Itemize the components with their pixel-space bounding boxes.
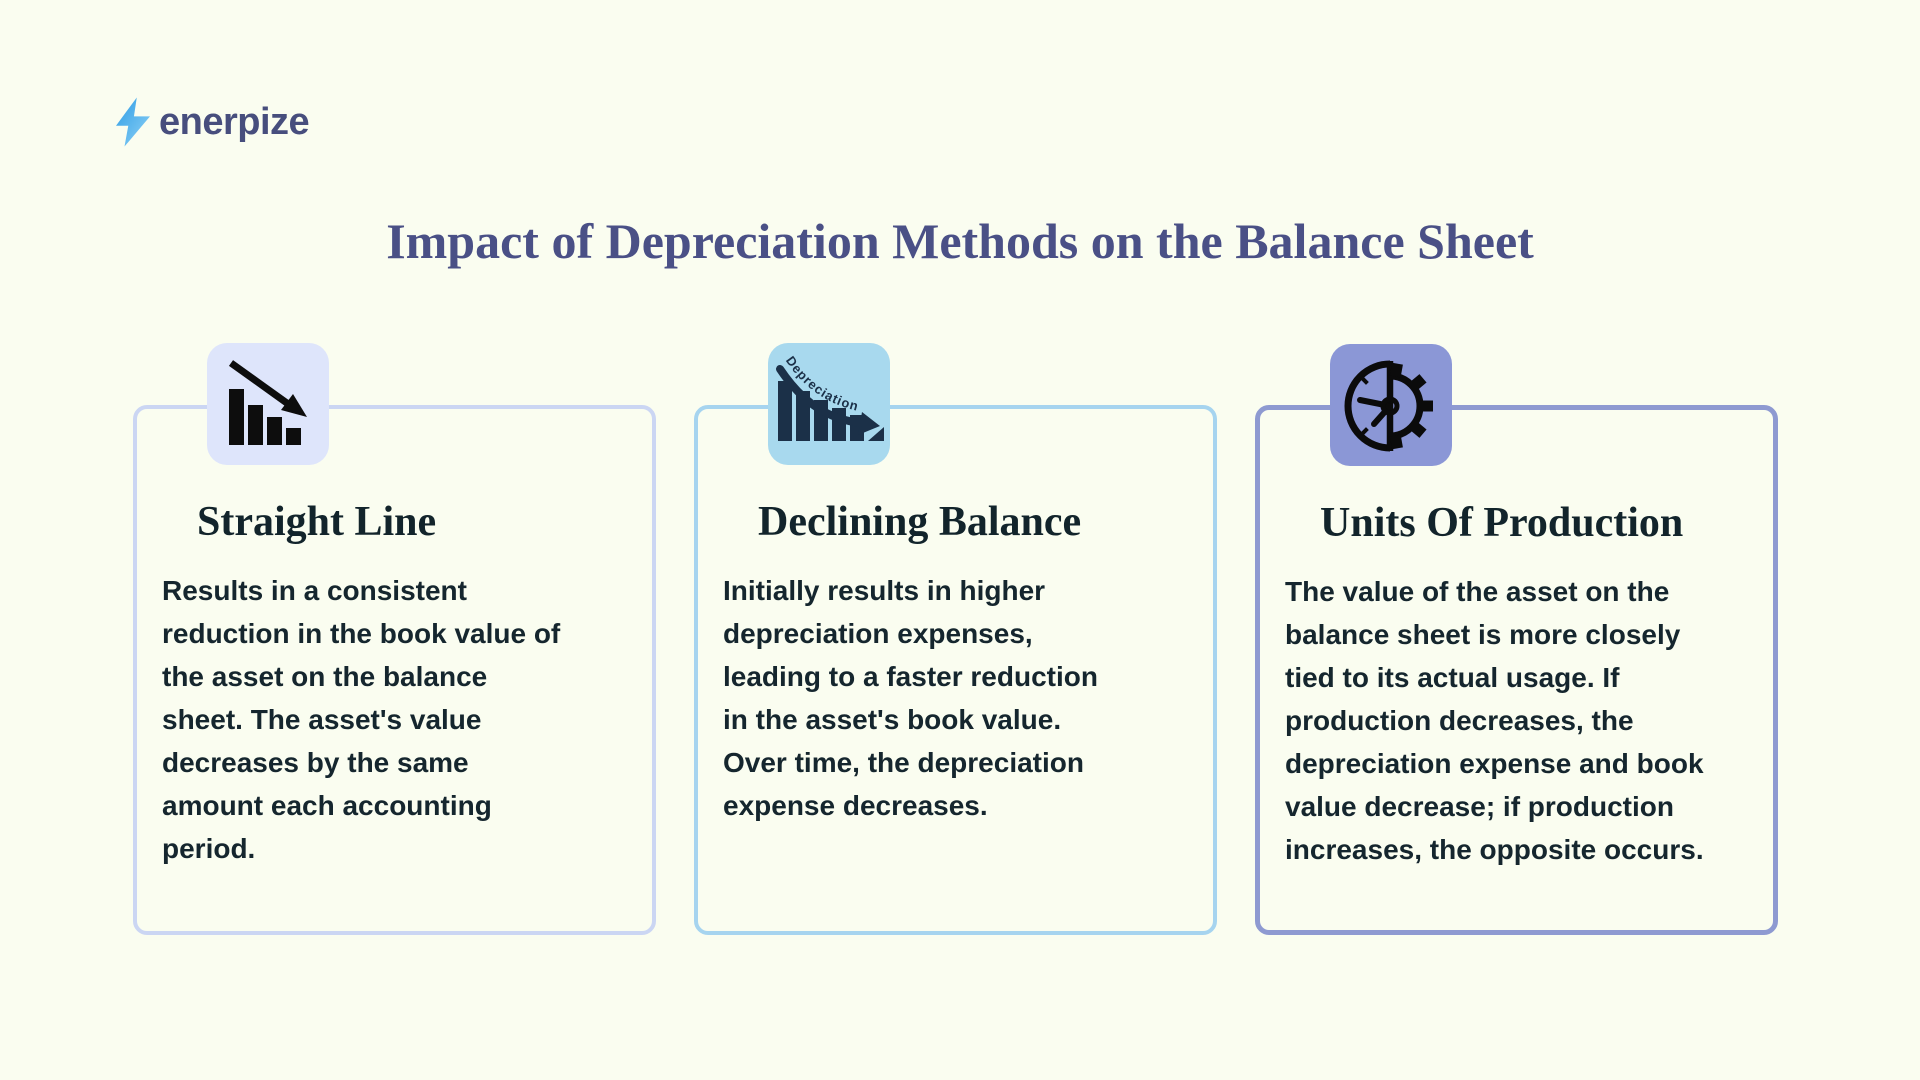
card-body: Initially results in higher depreciation… [723,575,1098,822]
declining-bar-chart-arrow-icon [207,343,329,465]
card-title: Units Of Production [1320,500,1684,546]
card-units-of-production: Units Of Production The value of the ass… [1255,344,1778,935]
logo-text: enerpize [159,100,310,143]
card-body: The value of the asset on the balance sh… [1285,576,1704,866]
card-straight-line: Straight Line Results in a consistent re… [133,343,656,935]
card-title: Straight Line [197,499,437,545]
cards-row: Straight Line Results in a consistent re… [133,343,1778,935]
card-body: Results in a consistent reduction in the… [162,575,561,865]
lightning-bolt-icon [116,97,150,147]
enerpize-logo: enerpize [116,96,310,148]
depreciation-curve-bars-icon: Depreciation [768,343,890,465]
card-declining-balance: Depreciation Declining Balance Initially… [694,343,1217,935]
card-title: Declining Balance [758,499,1082,545]
page-title: Impact of Depreciation Methods on the Ba… [386,213,1534,269]
clock-gear-icon [1330,344,1452,466]
